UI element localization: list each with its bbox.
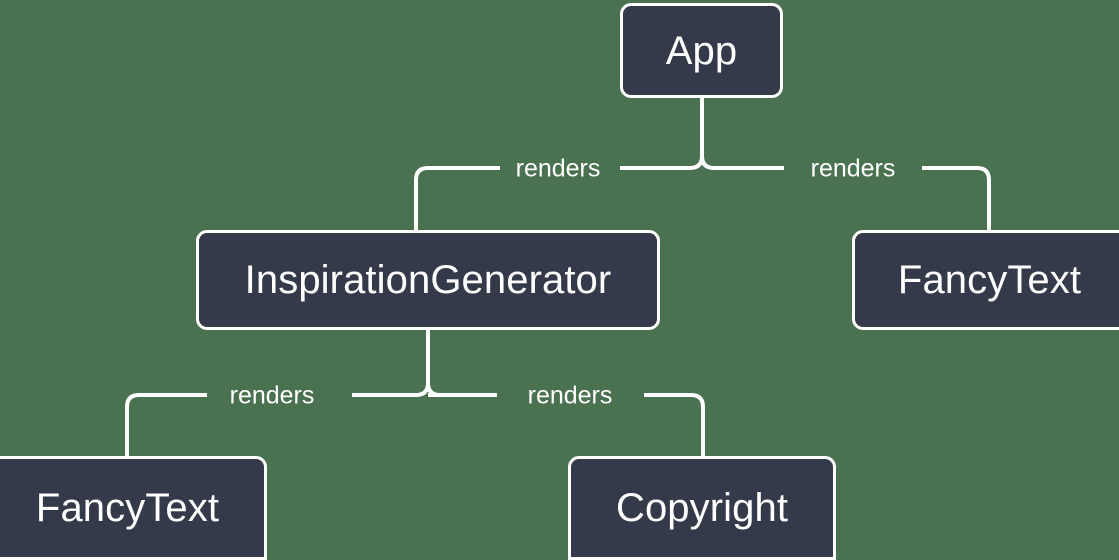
edge-inspgen-to-copyright-right [426, 382, 497, 397]
node-app-label: App [665, 28, 738, 73]
edge-app-to-inspgen [620, 155, 704, 170]
edge-label-inspgen-to-copyright: renders [527, 381, 613, 410]
node-fancy-text-left[interactable]: FancyText [0, 456, 267, 560]
edge-app-to-fancy-right-tail [922, 166, 991, 230]
node-copyright-label: Copyright [615, 486, 789, 530]
edge-label-app-to-fancy-right: renders [810, 154, 896, 183]
edge-app-to-fancy-right [700, 155, 784, 170]
node-inspiration-generator[interactable]: InspirationGenerator [196, 230, 660, 330]
node-copyright[interactable]: Copyright [568, 456, 836, 560]
edge-label-inspgen-to-fancy-left: renders [229, 381, 315, 410]
edge-label-app-to-inspgen: renders [515, 154, 601, 183]
node-app[interactable]: App [620, 3, 783, 98]
node-fancy-text-left-label: FancyText [35, 486, 220, 530]
node-inspiration-generator-label: InspirationGenerator [244, 258, 612, 302]
edge-inspgen-to-copyright-tail [644, 393, 705, 456]
node-fancy-text-right-label: FancyText [897, 258, 1082, 302]
node-fancy-text-right[interactable]: FancyText [852, 230, 1119, 330]
edge-app-to-inspgen-tail [414, 166, 500, 230]
edge-inspgen-to-fancy-left-tail [125, 393, 207, 456]
edge-inspgen-to-fancy-left [352, 382, 430, 397]
